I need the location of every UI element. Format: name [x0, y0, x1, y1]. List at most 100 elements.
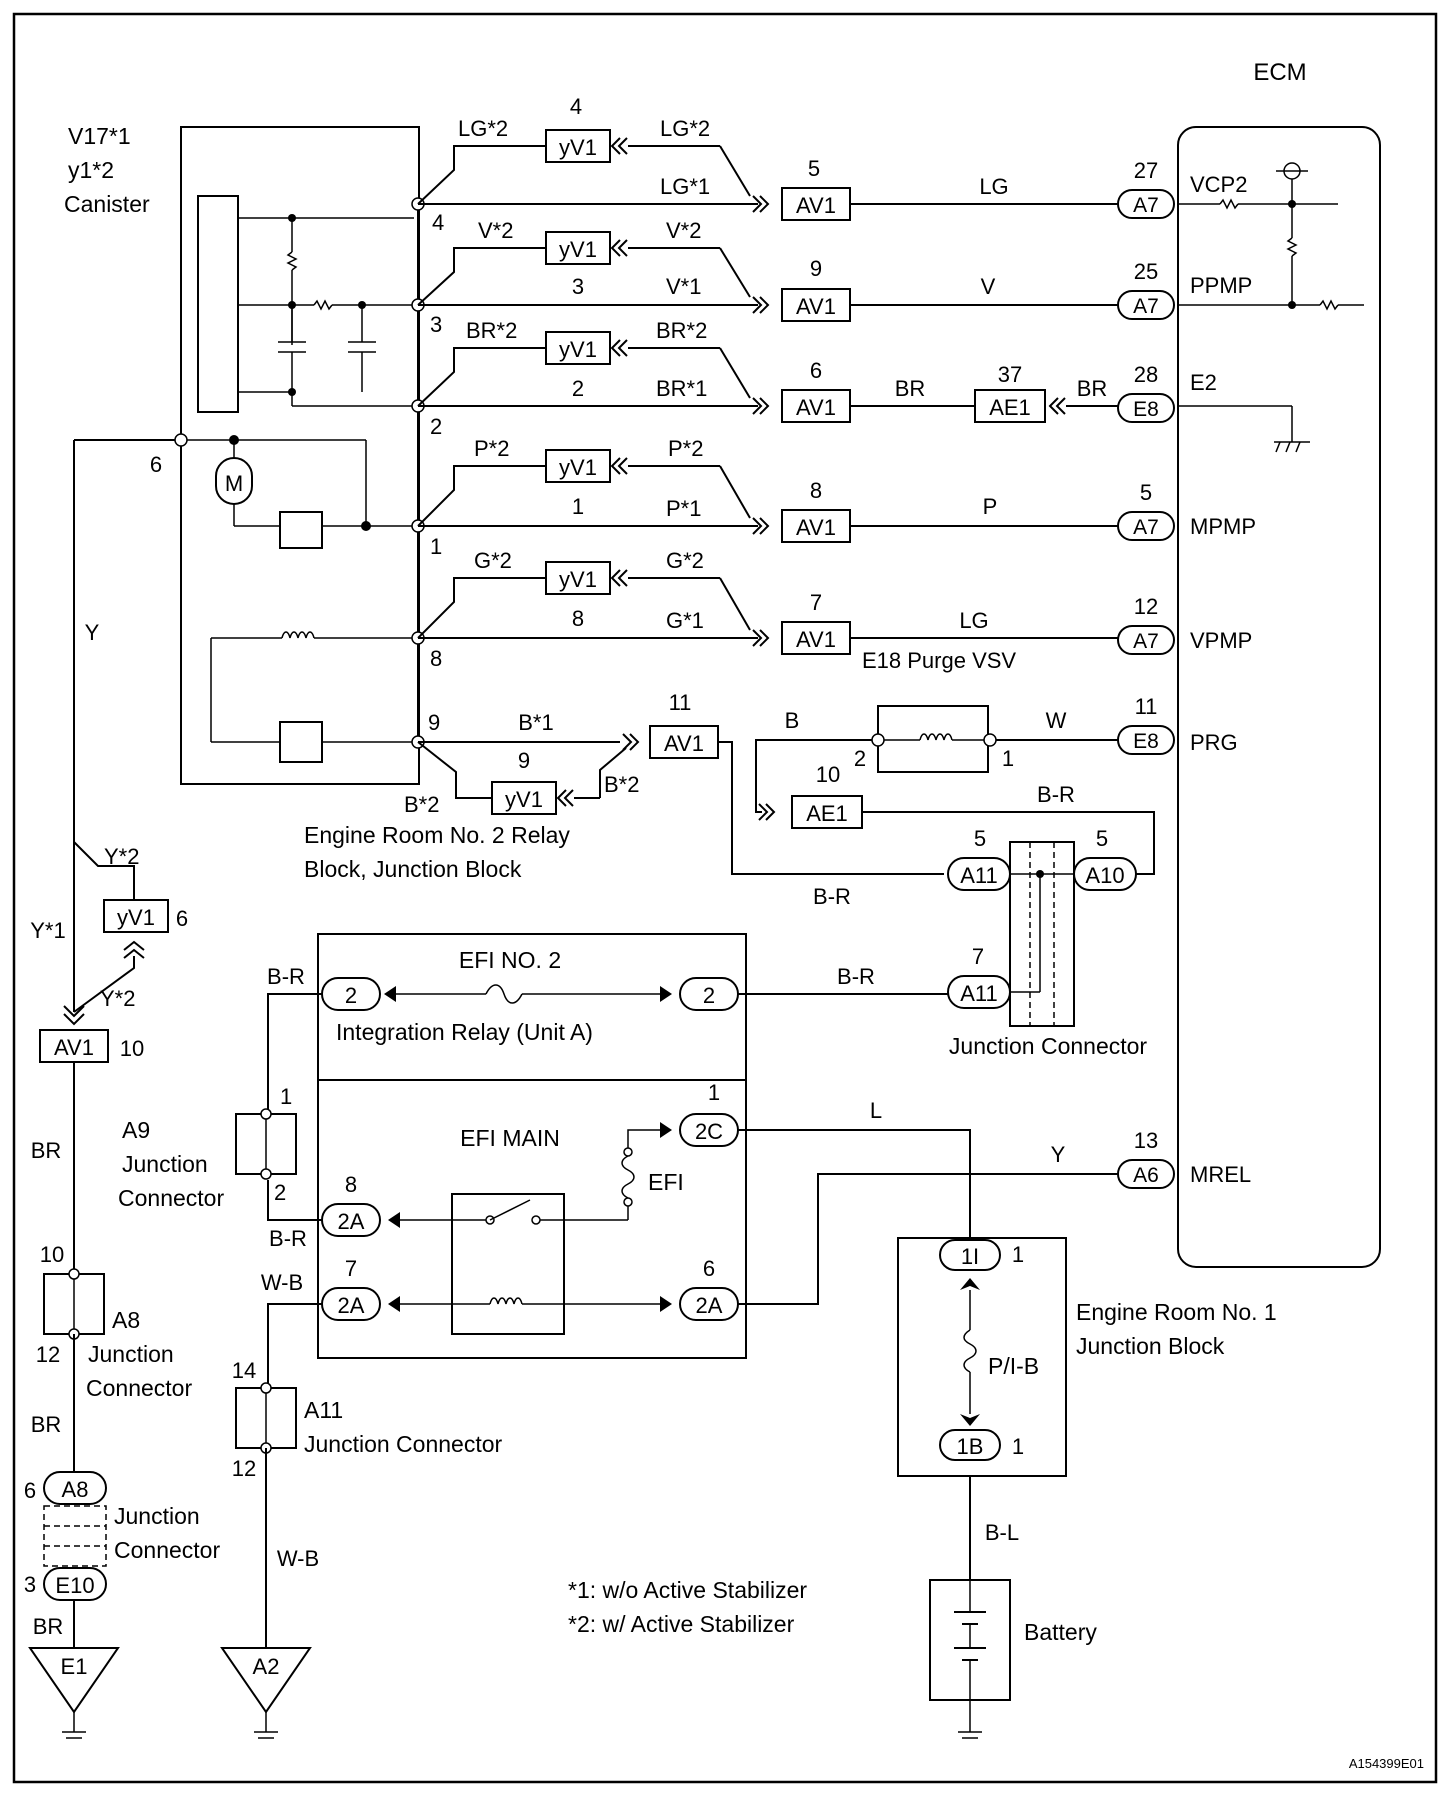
svg-text:G*1: G*1 — [666, 608, 704, 633]
svg-text:A8: A8 — [62, 1477, 89, 1502]
svg-text:5: 5 — [808, 156, 820, 181]
canister-label-2: y1*2 — [68, 157, 114, 183]
svg-text:B-R: B-R — [1037, 782, 1075, 807]
row-v: 3 V*2 yV1 3 V*2 V*1 9 AV1 V — [417, 218, 1118, 337]
ecm-pin-e2: 28 E8 E2 — [1117, 362, 1217, 423]
canister-internal — [197, 195, 414, 413]
connector-ae1-37: 37 AE1 BR — [974, 362, 1118, 423]
ecm-pin-mpmp: 5 A7 MPMP — [1117, 480, 1256, 541]
svg-text:P/I-B: P/I-B — [988, 1353, 1039, 1379]
svg-text:BR*1: BR*1 — [656, 376, 707, 401]
relay-block-label-1: Engine Room No. 2 Relay — [304, 822, 570, 848]
svg-text:8: 8 — [572, 606, 584, 631]
svg-text:B-L: B-L — [985, 1520, 1019, 1545]
svg-text:2C: 2C — [695, 1119, 723, 1144]
svg-text:6: 6 — [150, 452, 162, 477]
svg-text:A2: A2 — [253, 1654, 280, 1679]
svg-text:3: 3 — [24, 1572, 36, 1597]
relay-block-box — [180, 126, 420, 785]
svg-text:A11: A11 — [960, 981, 998, 1006]
integration-relay-label: Integration Relay (Unit A) — [336, 1019, 593, 1045]
svg-text:7: 7 — [810, 590, 822, 615]
svg-text:2A: 2A — [338, 1293, 365, 1318]
svg-text:PPMP: PPMP — [1190, 273, 1252, 298]
svg-text:B: B — [785, 708, 800, 733]
svg-text:5: 5 — [1140, 480, 1152, 505]
svg-text:8: 8 — [430, 646, 442, 671]
efi2-circuit: 2 2 B-R B-R — [267, 964, 948, 1112]
svg-text:2: 2 — [703, 983, 715, 1008]
svg-text:P*2: P*2 — [474, 436, 509, 461]
svg-text:Junction Connector: Junction Connector — [949, 1033, 1148, 1059]
svg-text:BR*2: BR*2 — [656, 318, 707, 343]
svg-text:28: 28 — [1134, 362, 1158, 387]
svg-text:E10: E10 — [55, 1573, 94, 1598]
svg-text:Junction: Junction — [114, 1503, 200, 1529]
note-2: *2: w/ Active Stabilizer — [568, 1611, 795, 1637]
svg-text:Y*2: Y*2 — [104, 844, 139, 869]
svg-text:12: 12 — [1134, 594, 1158, 619]
svg-text:Y: Y — [85, 620, 100, 645]
svg-text:2: 2 — [274, 1180, 286, 1205]
svg-text:2: 2 — [345, 983, 357, 1008]
ecm-label: ECM — [1253, 59, 1306, 86]
svg-text:14: 14 — [232, 1358, 256, 1383]
a11-junction-connector: 14 12 A11 Junction Connector W-B A2 — [220, 1304, 503, 1739]
figure-id: A154399E01 — [1349, 1756, 1424, 1771]
svg-text:2A: 2A — [696, 1293, 723, 1318]
svg-text:A7: A7 — [1133, 630, 1159, 653]
svg-text:E1: E1 — [61, 1654, 88, 1679]
svg-text:2: 2 — [430, 414, 442, 439]
svg-text:Y*2: Y*2 — [100, 986, 135, 1011]
row-g: 8 G*2 yV1 8 G*2 G*1 7 AV1 LG — [417, 548, 1118, 671]
svg-text:A7: A7 — [1133, 516, 1159, 539]
svg-text:Junction Block: Junction Block — [1076, 1333, 1225, 1359]
svg-text:B*2: B*2 — [604, 772, 639, 797]
svg-text:12: 12 — [36, 1342, 60, 1367]
svg-text:M: M — [225, 471, 243, 496]
svg-text:1: 1 — [1012, 1242, 1024, 1267]
svg-text:Connector: Connector — [114, 1537, 220, 1563]
svg-text:1I: 1I — [961, 1244, 979, 1269]
svg-text:Battery: Battery — [1024, 1619, 1097, 1645]
ecm-box — [1177, 126, 1381, 1268]
svg-text:E2: E2 — [1190, 370, 1217, 395]
svg-text:AV1: AV1 — [796, 294, 836, 319]
svg-text:Engine Room No. 1: Engine Room No. 1 — [1076, 1299, 1277, 1325]
svg-text:3: 3 — [430, 312, 442, 337]
svg-text:P: P — [983, 494, 998, 519]
svg-text:8: 8 — [810, 478, 822, 503]
row-lg: 4 LG*2 4 yV1 LG*2 LG*1 5 AV1 LG — [417, 94, 1118, 235]
relay-coil — [210, 631, 414, 763]
svg-text:1: 1 — [1002, 746, 1014, 771]
svg-text:P*2: P*2 — [668, 436, 703, 461]
svg-text:G*2: G*2 — [474, 548, 512, 573]
svg-text:AE1: AE1 — [989, 395, 1031, 420]
canister-label-3: Canister — [64, 191, 150, 217]
svg-text:BR: BR — [1077, 376, 1108, 401]
svg-text:Junction: Junction — [88, 1341, 174, 1367]
svg-text:13: 13 — [1134, 1128, 1158, 1153]
svg-text:W: W — [1046, 708, 1067, 733]
svg-text:L: L — [870, 1098, 882, 1123]
svg-text:A11: A11 — [960, 863, 998, 888]
svg-text:B*1: B*1 — [518, 710, 553, 735]
svg-text:MPMP: MPMP — [1190, 514, 1256, 539]
svg-text:Junction Connector: Junction Connector — [304, 1431, 503, 1457]
svg-text:W-B: W-B — [261, 1270, 303, 1295]
connector-ae1-10: 10 AE1 B-R — [758, 762, 1155, 875]
svg-text:9: 9 — [810, 256, 822, 281]
pump-motor: M — [183, 435, 414, 549]
svg-text:AV1: AV1 — [796, 515, 836, 540]
outer-frame — [12, 12, 1438, 1784]
svg-text:9: 9 — [428, 710, 440, 735]
row-br: 2 BR*2 yV1 2 BR*2 BR*1 6 AV1 BR — [417, 318, 975, 439]
svg-text:AV1: AV1 — [796, 193, 836, 218]
svg-text:5: 5 — [1096, 826, 1108, 851]
svg-text:AV1: AV1 — [664, 731, 704, 756]
svg-text:yV1: yV1 — [505, 787, 543, 812]
svg-text:A6: A6 — [1133, 1164, 1159, 1187]
a9-junction-connector: 1 2 A9 Junction Connector — [118, 1084, 297, 1211]
svg-text:10: 10 — [120, 1036, 144, 1061]
